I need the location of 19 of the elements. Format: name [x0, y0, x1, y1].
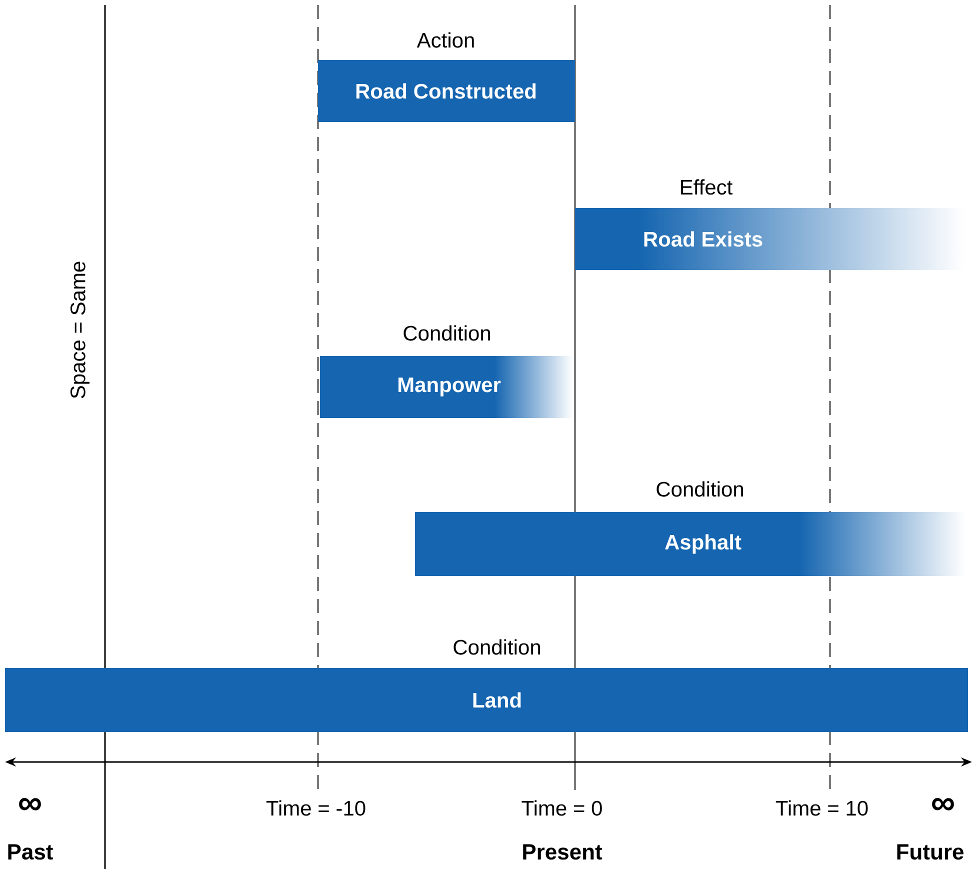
bar: Road Constructed [318, 60, 575, 122]
bar: Road Exists [575, 208, 965, 270]
bar: Asphalt [415, 512, 965, 576]
era-label: Present [523, 844, 602, 860]
tick-label: Time = 10 [776, 800, 868, 816]
tick-label: Time = 0 [522, 800, 602, 816]
bar-heading: Condition [656, 481, 743, 497]
bar-heading: Effect [681, 179, 732, 195]
bar-heading: Condition [454, 639, 540, 655]
bar: Manpower [320, 356, 573, 418]
infinity-sign: ∞ [932, 798, 954, 810]
axis-label: Space = Same [70, 262, 90, 398]
era-label: Past [8, 844, 53, 860]
bar-heading: Action [416, 32, 474, 48]
tick-label: Time = -10 [266, 800, 366, 816]
era-label: Future [897, 844, 964, 860]
bar-heading: Condition [404, 325, 490, 341]
bar: Land [5, 668, 968, 732]
infinity-sign: ∞ [19, 798, 41, 810]
